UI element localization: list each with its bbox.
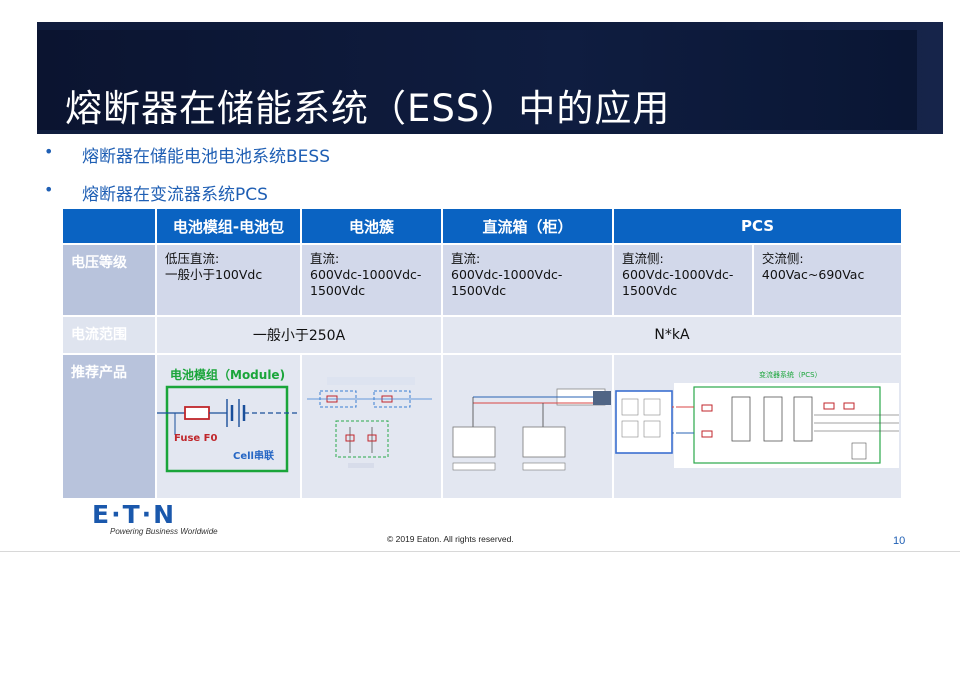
cell-line: 交流侧:	[761, 251, 804, 266]
header-pcs: PCS	[612, 207, 903, 245]
eaton-logo: E·T·N	[92, 500, 176, 529]
logo-tagline: Powering Business Worldwide	[110, 527, 218, 536]
fuse-symbol	[367, 434, 377, 442]
cluster-diagram	[307, 377, 432, 468]
fuse-symbol	[701, 430, 713, 438]
row-label-voltage: 电压等级	[61, 243, 157, 317]
cell-line: 低压直流:	[165, 251, 220, 266]
fuse-label: Fuse F0	[174, 433, 217, 444]
dcbox-block	[452, 426, 496, 458]
cell-line: 1500Vdc	[622, 283, 678, 298]
fuse-symbol	[823, 402, 835, 410]
pcs-subblock	[731, 396, 751, 442]
voltage-cluster: 直流: 600Vdc-1000Vdc- 1500Vdc	[300, 243, 443, 317]
voltage-dcbox: 直流: 600Vdc-1000Vdc- 1500Vdc	[441, 243, 614, 317]
pcs-diagram: 变流器系统（PCS）	[615, 370, 899, 468]
voltage-module: 低压直流: 一般小于100Vdc	[155, 243, 302, 317]
cell-line: 一般小于100Vdc	[165, 267, 263, 282]
application-table: 电池模组-电池包 电池簇 直流箱（柜） PCS 电压等级 低压直流: 一般小于1…	[61, 207, 904, 500]
cell-line: 直流侧:	[622, 251, 664, 266]
eaton-logo-text: E·T·N	[92, 500, 177, 529]
module-title: 电池模组（Module)	[170, 367, 285, 382]
copyright-text: © 2019 Eaton. All rights reserved.	[387, 534, 514, 544]
cell-line: 400Vac~690Vac	[761, 267, 865, 282]
dcbox-diagram-cell	[441, 353, 614, 500]
title-banner-inner	[37, 30, 917, 130]
cell-line: 600Vdc-1000Vdc-	[310, 267, 422, 282]
bullet-marker: •	[44, 142, 54, 161]
voltage-pcs-ac: 交流侧: 400Vac~690Vac	[751, 243, 904, 317]
pcs-subblock	[763, 396, 783, 442]
battery-bar	[452, 462, 496, 471]
row-label-current: 电流范围	[61, 315, 157, 355]
pcs-subblock	[643, 420, 661, 438]
pcs-diagram-title: 变流器系统（PCS）	[759, 370, 822, 379]
page-title: 熔断器在储能系统（ESS）中的应用	[65, 87, 671, 130]
module-diagram: 电池模组（Module) Fuse F0 Cell串联	[157, 367, 300, 473]
cell-line: 600Vdc-1000Vdc-	[622, 267, 734, 282]
cluster-caption-box	[348, 463, 374, 468]
fuse-symbol	[184, 406, 210, 420]
pcs-subblock	[643, 398, 661, 416]
cluster-block	[335, 420, 389, 458]
cell-label: Cell串联	[233, 449, 274, 462]
pcs-subblock	[621, 398, 639, 416]
cell-line: 直流:	[451, 251, 481, 266]
bullet-text: 熔断器在变流器系统PCS	[82, 185, 268, 205]
pcs-subblock	[851, 442, 867, 460]
pcs-block	[593, 391, 611, 405]
cluster-caption-box	[327, 377, 415, 385]
cell-line: 1500Vdc	[451, 283, 507, 298]
current-low: 一般小于250A	[155, 315, 443, 355]
header-cluster: 电池簇	[300, 207, 443, 245]
current-high: N*kA	[441, 315, 903, 355]
footer-divider	[0, 551, 960, 552]
dcbox-diagram	[452, 388, 611, 471]
pcs-background	[674, 383, 899, 468]
fuse-symbol	[345, 434, 355, 442]
bullet-text: 熔断器在储能电池电池系统BESS	[82, 147, 330, 167]
voltage-pcs-dc: 直流侧: 600Vdc-1000Vdc- 1500Vdc	[612, 243, 754, 317]
header-module: 电池模组-电池包	[155, 207, 302, 245]
pcs-subblock	[621, 420, 639, 438]
pcs-subblock	[793, 396, 813, 442]
pcs-frame	[693, 386, 881, 464]
cluster-diagram-cell	[300, 353, 443, 500]
header-empty	[61, 207, 157, 245]
bullet-marker: •	[44, 180, 54, 199]
pcs-diagram-cell: 变流器系统（PCS）	[612, 353, 903, 500]
page-number: 10	[893, 535, 906, 547]
header-dcbox: 直流箱（柜）	[441, 207, 614, 245]
module-diagram-cell: 电池模组（Module) Fuse F0 Cell串联	[155, 353, 302, 500]
fuse-symbol	[843, 402, 855, 410]
cell-line: 直流:	[310, 251, 340, 266]
dcbox-block	[522, 426, 566, 458]
title-banner: 熔断器在储能系统（ESS）中的应用	[37, 22, 943, 134]
fuse-symbol	[701, 404, 713, 412]
cell-line: 1500Vdc	[310, 283, 366, 298]
cell-line: 600Vdc-1000Vdc-	[451, 267, 563, 282]
row-label-products: 推荐产品	[61, 353, 157, 500]
module-frame	[165, 385, 289, 473]
battery-bar	[522, 462, 566, 471]
